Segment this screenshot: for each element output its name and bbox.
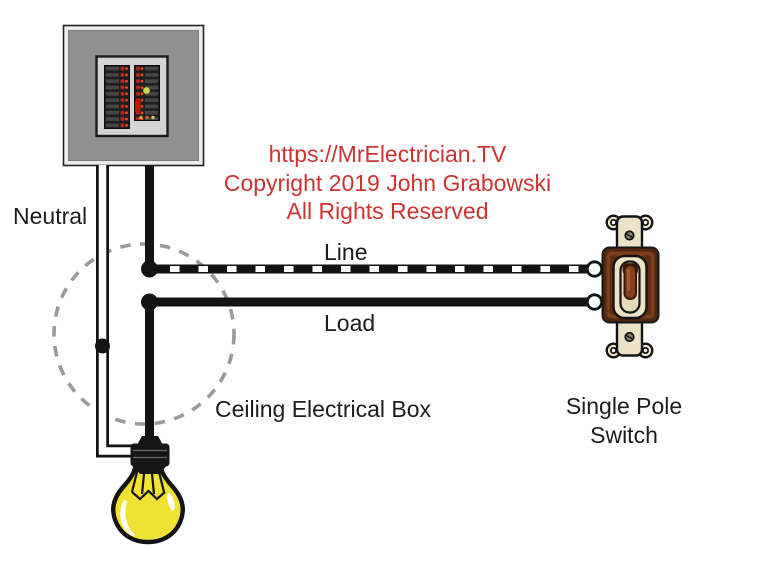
watermark-copyright: Copyright 2019 John Grabowski — [223, 169, 552, 196]
switch-label-line2: Switch — [590, 422, 658, 448]
bulb-highlight — [120, 500, 135, 537]
switch-toggle — [622, 263, 638, 300]
light-bulb-icon — [111, 436, 185, 545]
bulb-socket — [130, 436, 170, 474]
neutral-label: Neutral — [13, 203, 88, 229]
breaker-panel-icon — [62, 24, 205, 167]
watermark-url: https://MrElectrician.TV — [268, 141, 507, 167]
switch-screws — [624, 230, 635, 343]
line-label: Line — [324, 239, 368, 265]
screw-terminal-icon — [585, 260, 604, 278]
toggle-switch-icon — [585, 214, 660, 359]
watermark: https://MrElectrician.TV Copyright 2019 … — [195, 140, 580, 226]
switch-label: Single Pole Switch — [544, 392, 704, 450]
junction-dot-icon — [95, 338, 110, 354]
panel-indicator-yellow — [143, 87, 150, 94]
load-label: Load — [324, 310, 376, 336]
bulb-highlight — [167, 493, 175, 511]
dashed-circle-icon — [52, 242, 236, 426]
junction-dot-icon — [141, 260, 158, 278]
panel-indicator-red — [135, 99, 141, 113]
neutral-wire — [95, 165, 140, 458]
ceiling-box-label: Ceiling Electrical Box — [215, 396, 432, 422]
switch-label-line1: Single Pole — [565, 393, 683, 419]
screw-terminal-icon — [585, 293, 604, 311]
junction-dot-icon — [141, 293, 158, 311]
watermark-rights: All Rights Reserved — [286, 198, 489, 224]
